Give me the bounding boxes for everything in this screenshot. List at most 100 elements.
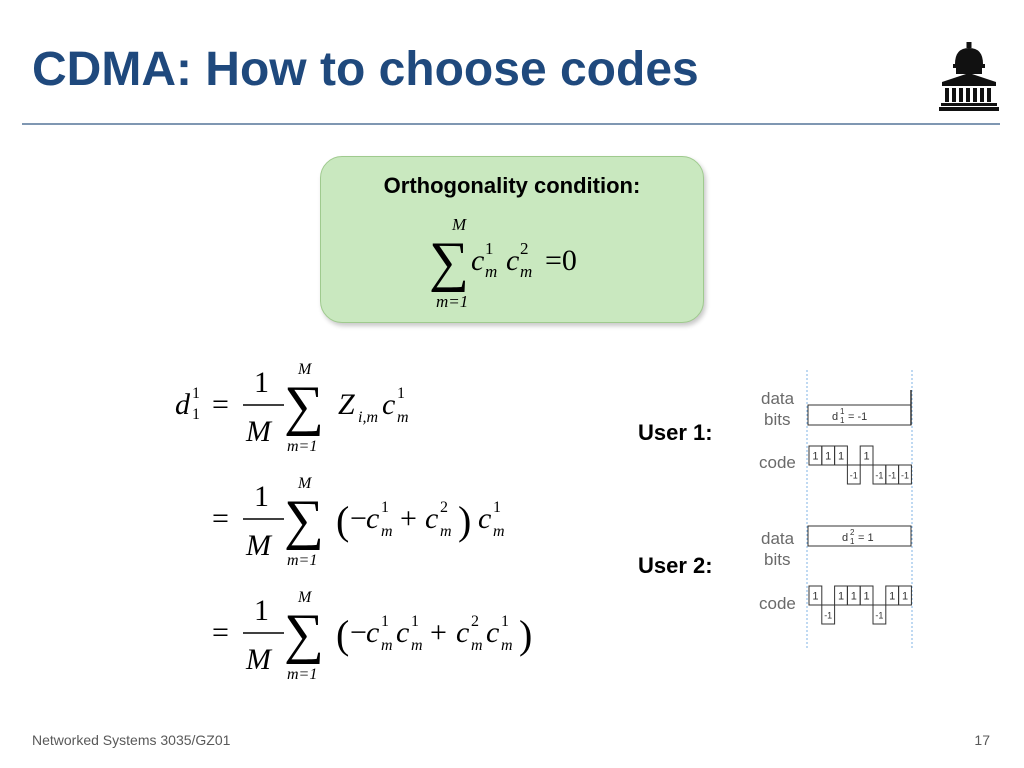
code-chip-label-u1-3: 1 xyxy=(838,451,844,463)
data-bit-value-u1: = -1 xyxy=(848,411,867,423)
c-term-l1-sub: m xyxy=(397,409,409,426)
code-chip-u2-1 xyxy=(808,585,823,606)
c-term-l3c: c xyxy=(456,616,469,649)
data-bit-var-u2: d xyxy=(842,532,848,544)
summation-symbol-1: ∑ xyxy=(284,375,324,437)
code-chip-label-u2-6: -1 xyxy=(875,611,883,621)
c-term-l2a-sup: 1 xyxy=(381,499,389,516)
c-term-2-sup: 2 xyxy=(520,239,529,258)
rparen-3: ) xyxy=(519,612,532,657)
c-term-l3d-sub: m xyxy=(501,637,513,654)
c-term-2-sub: m xyxy=(520,262,532,281)
z-sub: i,m xyxy=(358,409,378,426)
c-term-l3a-sub: m xyxy=(381,637,393,654)
data-bit-box-u2 xyxy=(807,525,912,547)
derivation-equations: d 1 1 = 1 M M ∑ m=1 Z i,m c 1 m = 1 M M … xyxy=(175,361,532,683)
z-term: Z xyxy=(338,388,355,421)
code-chip-label-u1-6: -1 xyxy=(875,471,883,481)
code-chip-label-u2-8: 1 xyxy=(902,591,908,603)
frac-den-3: M xyxy=(245,643,273,676)
orthogonality-condition-box: Orthogonality condition: M ∑ m=1 c 1 m c… xyxy=(320,156,704,323)
data-bit-sub-u1: 1 xyxy=(840,416,845,425)
c-term-l2c-sup: 1 xyxy=(493,499,501,516)
eq-sign-3: = xyxy=(212,616,229,649)
code-chip-label-u2-1: 1 xyxy=(812,591,818,603)
sum-lower-limit: m=1 xyxy=(436,292,468,311)
data-bit-sub-u2: 1 xyxy=(850,537,855,546)
code-chip-u1-5 xyxy=(859,445,874,466)
bits-label-u2: bits xyxy=(764,550,790,569)
code-chip-label-u2-7: 1 xyxy=(889,591,895,603)
c-term-l3a-sup: 1 xyxy=(381,613,389,630)
lhs-d-sup: 1 xyxy=(192,385,200,402)
user-2-label: User 2: xyxy=(638,553,713,578)
slide-number: 17 xyxy=(974,732,990,748)
c-term-1: c xyxy=(471,244,484,277)
c-term-1-sub: m xyxy=(485,262,497,281)
code-label-u2: code xyxy=(759,594,796,613)
c-term-l3b-sub: m xyxy=(411,637,423,654)
frac-den-1: M xyxy=(245,415,273,448)
code-chip-label-u1-7: -1 xyxy=(888,471,896,481)
minus-2: − xyxy=(350,502,367,535)
formula-rhs: =0 xyxy=(545,244,577,277)
c-term-l2a: c xyxy=(366,502,379,535)
slide-title: CDMA: How to choose codes xyxy=(32,43,699,96)
code-chip-label-u2-4: 1 xyxy=(851,591,857,603)
data-bit-var-u1: d xyxy=(832,411,838,423)
c-term-l3c-sup: 2 xyxy=(471,613,479,630)
c-term-l3d-sup: 1 xyxy=(501,613,509,630)
code-chip-label-u1-8: -1 xyxy=(901,471,909,481)
c-term-l2b: c xyxy=(425,502,438,535)
summation-symbol-2: ∑ xyxy=(284,489,324,551)
lhs-d: d xyxy=(175,388,191,421)
c-term-l2b-sub: m xyxy=(440,523,452,540)
code-chip-u2-2 xyxy=(821,604,836,625)
footer-course-name: Networked Systems 3035/GZ01 xyxy=(32,732,231,748)
c-term-l2a-sub: m xyxy=(381,523,393,540)
frac-num-2: 1 xyxy=(254,480,269,513)
eq-sign-2: = xyxy=(212,502,229,535)
title-divider xyxy=(22,123,1000,125)
code-chip-label-u1-2: 1 xyxy=(825,451,831,463)
c-term-l3d: c xyxy=(486,616,499,649)
code-chip-label-u1-5: 1 xyxy=(864,451,870,463)
code-chip-u1-4 xyxy=(846,464,861,485)
sum-lower-3: m=1 xyxy=(287,666,317,683)
user-1-label: User 1: xyxy=(638,420,713,445)
sum-lower-1: m=1 xyxy=(287,438,317,455)
code-chip-label-u2-2: -1 xyxy=(824,611,832,621)
c-term-l3b-sup: 1 xyxy=(411,613,419,630)
summation-symbol: ∑ xyxy=(429,231,469,293)
code-chip-label-u1-4: -1 xyxy=(850,471,858,481)
plus-3: + xyxy=(430,616,447,649)
code-chip-label-u2-5: 1 xyxy=(864,591,870,603)
c-term-l3a: c xyxy=(366,616,379,649)
sum-lower-2: m=1 xyxy=(287,552,317,569)
data-bit-sup-u1: 1 xyxy=(840,407,845,416)
c-term-l2c: c xyxy=(478,502,491,535)
code-chip-u1-8 xyxy=(898,464,912,485)
eq-sign-1: = xyxy=(212,388,229,421)
rparen-2: ) xyxy=(458,498,471,543)
c-term-l3b: c xyxy=(396,616,409,649)
c-term-l3c-sub: m xyxy=(471,637,483,654)
lparen-3: ( xyxy=(336,612,349,657)
lparen-2: ( xyxy=(336,498,349,543)
c-term-l2c-sub: m xyxy=(493,523,505,540)
plus-2: + xyxy=(400,502,417,535)
c-term-l2b-sup: 2 xyxy=(440,499,448,516)
code-label-u1: code xyxy=(759,453,796,472)
sum-upper-1: M xyxy=(297,361,313,378)
minus-3: − xyxy=(350,616,367,649)
data-label-u1: data xyxy=(761,389,795,408)
sum-upper-limit: M xyxy=(451,215,467,234)
c-term-1-sup: 1 xyxy=(485,239,494,258)
code-chip-u1-3 xyxy=(834,445,848,466)
c-term-l1-sup: 1 xyxy=(397,385,405,402)
frac-num-3: 1 xyxy=(254,594,269,627)
frac-den-2: M xyxy=(245,529,273,562)
